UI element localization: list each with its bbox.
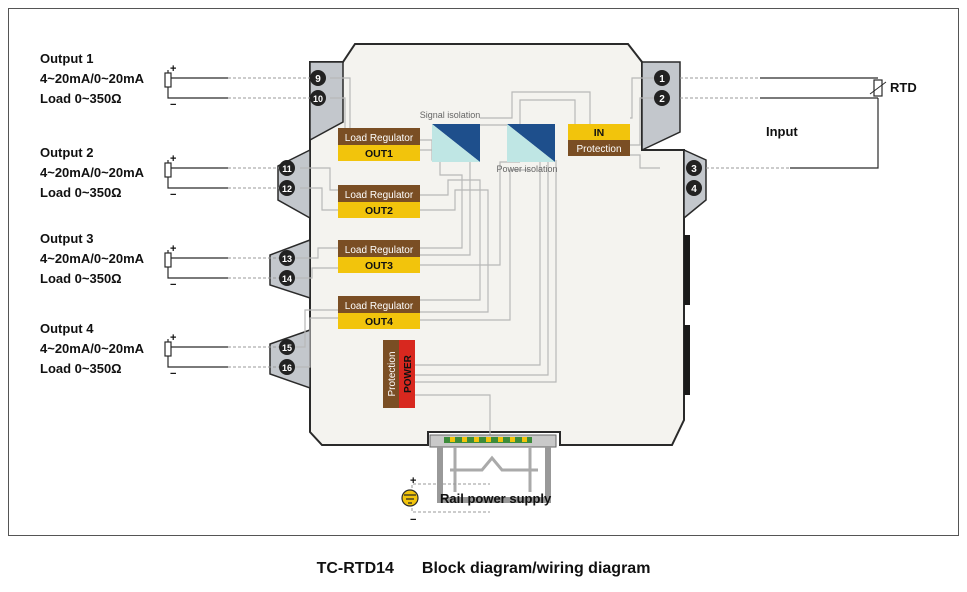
out-label: OUT4 [365,316,393,328]
output-dashed-leads [228,77,310,368]
terminal-15-label: 15 [282,343,292,353]
terminal-4-label: 4 [691,184,697,195]
terminal-10-label: 10 [313,94,323,104]
load-regulator-out1: Load Regulator OUT1 [338,128,420,161]
power-isolation-label: Power isolation [496,164,557,174]
power-protection-label: Protection [387,351,398,396]
terminal-1-label: 1 [659,74,665,85]
plus-sign: + [170,153,176,165]
signal-isolation-label: Signal isolation [420,110,481,120]
terminal-12-label: 12 [282,184,292,194]
load-regulator-label: Load Regulator [345,301,414,312]
output-3-load: Load 0~350Ω [40,271,122,286]
output-4-load: Load 0~350Ω [40,361,122,376]
out-label: OUT3 [365,260,393,272]
load-regulator-out2: Load Regulator OUT2 [338,185,420,218]
rail-power-wiring [401,483,490,513]
protection-label: Protection [576,144,621,155]
output-1-title: Output 1 [40,51,93,66]
load-regulator-out4: Load Regulator OUT4 [338,296,420,329]
minus-sign: − [170,279,176,291]
output-3-title: Output 3 [40,231,93,246]
minus-sign: − [170,189,176,201]
minus-sign: − [170,368,176,380]
output-2-load: Load 0~350Ω [40,185,122,200]
caption-title: Block diagram/wiring diagram [421,560,651,577]
rtd-label: RTD [890,80,917,95]
rail-power-label: Rail power supply [440,491,552,506]
output-4-title: Output 4 [40,321,94,336]
power-isolator: Power isolation [496,124,558,174]
input-wiring [680,77,887,169]
input-label: Input [766,124,798,139]
output-3-range: 4~20mA/0~20mA [40,251,145,266]
output-4-range: 4~20mA/0~20mA [40,341,145,356]
terminal-14-label: 14 [282,274,292,284]
plus-sign: + [170,332,176,344]
load-regulator-label: Load Regulator [345,245,414,256]
caption-model: TC-RTD14 [316,560,394,577]
diagram-frame [8,8,959,536]
in-label: IN [594,127,605,139]
terminal-16-label: 16 [282,363,292,373]
load-regulator-out3: Load Regulator OUT3 [338,240,420,273]
plus-sign: + [170,63,176,75]
terminal-13-label: 13 [282,254,292,264]
diagram-caption: TC-RTD14 Block diagram/wiring diagram [0,560,967,578]
rail-minus-sign: − [410,514,416,526]
out-label: OUT1 [365,148,393,160]
power-source-icon [401,489,419,507]
input-block: IN Protection [568,124,630,156]
terminal-9-label: 9 [315,74,321,85]
minus-sign: − [170,99,176,111]
power-block: Protection POWER [383,340,415,408]
terminal-2-label: 2 [659,94,665,105]
signal-isolator: Signal isolation [420,110,481,162]
plus-sign: + [170,243,176,255]
terminal-3-label: 3 [691,164,697,175]
output-1-load: Load 0~350Ω [40,91,122,106]
output-labels: Output 1 4~20mA/0~20mA Load 0~350Ω Outpu… [40,51,145,376]
power-label: POWER [403,354,414,393]
output-wiring [164,70,228,368]
load-regulator-label: Load Regulator [345,133,414,144]
left-terminals: 9 10 11 12 13 14 15 16 [279,70,326,375]
wiring-diagram: Load Regulator OUT1 Load Regulator OUT2 … [40,43,917,526]
output-1-range: 4~20mA/0~20mA [40,71,145,86]
out-label: OUT2 [365,205,393,217]
rail-connector [429,434,557,503]
right-terminals: 1 2 3 4 [654,70,702,196]
internal-wiring [293,77,660,437]
terminal-11-label: 11 [282,164,292,174]
output-2-title: Output 2 [40,145,93,160]
output-2-range: 4~20mA/0~20mA [40,165,145,180]
polarity-marks: + − + − + − + − [170,63,176,380]
rail-plus-sign: + [410,475,416,487]
load-regulator-label: Load Regulator [345,190,414,201]
